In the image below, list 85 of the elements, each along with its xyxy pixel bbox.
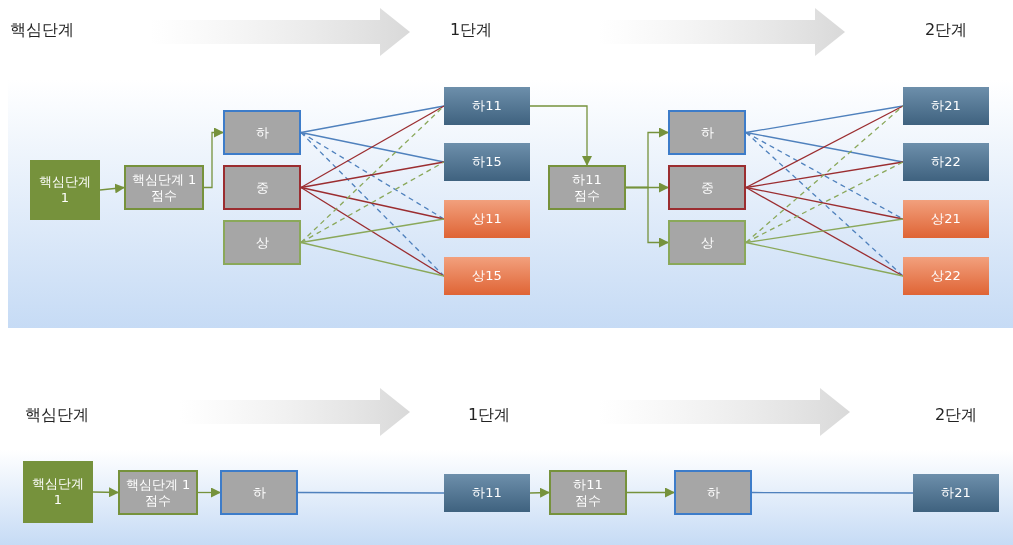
node-label: 하21 <box>931 98 961 114</box>
arrow <box>203 127 224 189</box>
stage-label: 핵심단계 <box>10 20 74 41</box>
connector-line <box>745 161 904 189</box>
node-label: 중 <box>255 179 269 196</box>
connector-line <box>300 161 445 189</box>
level-box <box>223 165 301 210</box>
stage-label: 1단계 <box>468 405 511 426</box>
node-label: 상 <box>700 234 714 251</box>
node-label: 하 <box>706 484 720 501</box>
result-box <box>444 474 530 512</box>
score-box <box>124 165 204 210</box>
connector-line <box>751 491 914 494</box>
node-label: 핵심단계 1 <box>31 476 85 508</box>
node-label: 하22 <box>931 154 961 170</box>
connector-line <box>745 218 904 244</box>
connector-line <box>745 131 904 163</box>
connector-line <box>300 186 445 277</box>
node-label: 하11 <box>472 98 502 114</box>
node-label: 하 <box>252 484 266 501</box>
score-box <box>549 470 627 515</box>
connector-line <box>300 105 445 134</box>
connector-line <box>300 131 445 163</box>
arrow <box>92 487 119 498</box>
level-box <box>220 470 298 515</box>
connector-line <box>745 186 904 220</box>
stage-label: 2단계 <box>935 405 978 426</box>
score-box <box>118 470 198 515</box>
node-label: 하11 점수 <box>572 476 604 509</box>
stage-label: 1단계 <box>450 20 493 41</box>
result-box <box>903 87 989 125</box>
level-box <box>668 220 746 265</box>
node-label: 중 <box>700 179 714 196</box>
connector-line <box>300 131 445 220</box>
node-label: 핵심단계 1 <box>38 174 92 206</box>
result-box <box>913 474 999 512</box>
connector-line <box>300 105 445 189</box>
node-label: 핵심단계 1 점수 <box>124 476 192 509</box>
connector-line <box>745 131 904 277</box>
start-box <box>23 461 93 523</box>
connector-line <box>745 186 904 277</box>
node-label: 하11 <box>472 485 502 501</box>
connector-line <box>745 241 904 277</box>
node-label: 하 <box>255 124 269 141</box>
result-box <box>444 143 530 181</box>
result-box <box>444 87 530 125</box>
start-box <box>30 160 100 220</box>
arrow <box>99 183 125 194</box>
level-box <box>668 165 746 210</box>
node-label: 상22 <box>931 268 961 284</box>
level-box <box>674 470 752 515</box>
node-label: 하11 점수 <box>571 171 603 204</box>
connector-line <box>745 105 904 189</box>
connector-line <box>297 491 445 494</box>
node-label: 핵심단계 1 점수 <box>130 171 198 204</box>
stage-label: 핵심단계 <box>25 405 89 426</box>
arrow <box>529 487 550 498</box>
arrow <box>625 186 669 248</box>
result-box <box>903 200 989 238</box>
level-box <box>223 110 301 155</box>
level-box <box>668 110 746 155</box>
node-label: 상21 <box>931 211 961 227</box>
score-box <box>548 165 626 210</box>
stage-label: 2단계 <box>925 20 968 41</box>
arrow <box>197 487 221 498</box>
node-label: 하15 <box>472 154 502 170</box>
connector-line <box>300 161 445 244</box>
result-box <box>903 257 989 295</box>
connector-line <box>300 186 445 220</box>
arrow <box>626 487 675 498</box>
connector-line <box>745 105 904 134</box>
connector-line <box>300 241 445 277</box>
result-box <box>903 143 989 181</box>
node-label: 상 <box>255 234 269 251</box>
node-label: 하 <box>700 124 714 141</box>
level-box <box>223 220 301 265</box>
node-label: 하21 <box>941 485 971 501</box>
result-box <box>444 200 530 238</box>
connector-line <box>300 218 445 244</box>
result-box <box>444 257 530 295</box>
node-label: 상11 <box>472 211 502 227</box>
connector-line <box>300 131 445 277</box>
node-label: 상15 <box>472 268 502 284</box>
arrow <box>529 105 592 166</box>
connector-line <box>745 161 904 244</box>
